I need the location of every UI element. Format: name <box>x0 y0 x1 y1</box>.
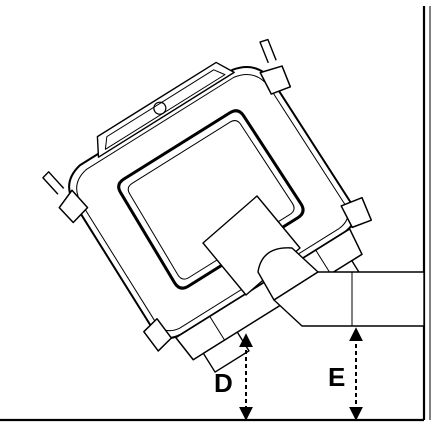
foot-left-bottom <box>143 317 173 352</box>
foot-right-top <box>259 65 292 95</box>
exhaust-duct <box>202 195 425 327</box>
top-knob <box>153 101 167 115</box>
appliance-unit <box>42 38 373 373</box>
dimension-d-label: D <box>214 368 233 398</box>
front-window <box>117 109 305 290</box>
foot-left-top <box>58 189 89 224</box>
base-divider-2 <box>315 249 332 275</box>
duct-run <box>273 271 425 327</box>
exhaust-box <box>202 195 301 296</box>
duct-elbow <box>257 247 319 301</box>
foot-right-bottom <box>340 196 373 229</box>
handle-right <box>259 38 277 64</box>
dimension-d: D <box>214 333 253 421</box>
top-cover-inner <box>104 69 226 150</box>
handle-left <box>42 171 65 195</box>
dimension-e-label: E <box>328 362 345 392</box>
dimension-e: E <box>328 327 363 421</box>
base-divider-1 <box>209 316 226 341</box>
front-window-inner <box>127 120 295 280</box>
